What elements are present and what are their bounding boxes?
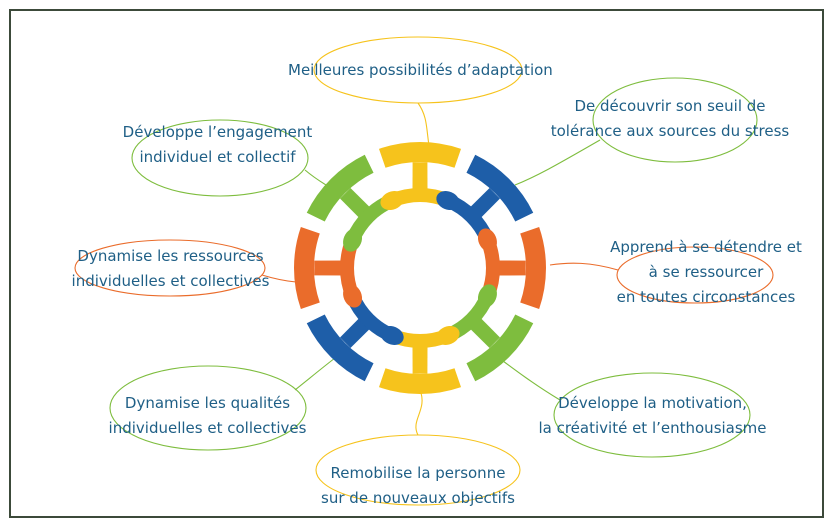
connector-right <box>549 262 619 271</box>
figure-arms <box>481 238 500 298</box>
connector-left <box>261 274 297 283</box>
benefit-top-line-1: Meilleures possibilités d’adaptation <box>288 61 553 79</box>
joined-hand <box>380 191 404 211</box>
joined-hand <box>477 228 497 252</box>
joined-hands <box>343 191 497 345</box>
benefit-top-left: Développe l’engagement individuel et col… <box>105 120 330 170</box>
benefit-bottom-right-line-2: la créativité et l’enthousiasme <box>538 419 767 437</box>
figure-body <box>314 260 349 276</box>
joined-hand <box>343 284 363 308</box>
benefit-top-left-line-1: Développe l’engagement <box>122 123 313 141</box>
benefit-left-line-1: Dynamise les ressources <box>77 247 264 265</box>
figure-head <box>520 226 547 310</box>
benefit-top-right-line-1: De découvrir son seuil de <box>574 97 766 115</box>
figure-arms <box>340 238 359 298</box>
benefit-bottom-right-line-1: Développe la motivation, <box>558 394 747 412</box>
figure-body <box>412 339 428 374</box>
benefit-right: Apprend à se détendre et à se ressourcer… <box>597 235 815 310</box>
benefit-top-right-line-2: tolérance aux sources du stress <box>550 122 790 140</box>
figure-arms <box>390 187 450 207</box>
figure-body <box>412 162 428 197</box>
joined-hand <box>380 325 404 345</box>
joined-hand <box>436 325 460 345</box>
benefit-top-left-line-2: individuel et collectif <box>139 148 296 166</box>
benefit-right-line-2: à se ressourcer <box>648 263 764 281</box>
joined-hand <box>436 191 460 211</box>
benefit-bottom-left-line-1: Dynamise les qualités <box>124 394 291 412</box>
figure-head <box>378 368 462 394</box>
benefit-bottom-right: Développe la motivation, la créativité e… <box>530 391 775 441</box>
bubble-top-right <box>592 77 758 163</box>
benefit-bottom: Remobilise la personne sur de nouveaux o… <box>298 461 538 511</box>
bubble-right <box>616 246 774 304</box>
figure-head <box>466 314 534 382</box>
benefit-right-line-1: Apprend à se détendre et <box>610 238 802 256</box>
benefit-bottom-line-1: Remobilise la personne <box>330 464 506 482</box>
benefit-bottom-left-line-2: individuelles et collectives <box>108 419 307 437</box>
benefit-top-right: De découvrir son seuil de tolérance aux … <box>545 94 795 144</box>
joined-hand <box>477 284 497 308</box>
benefit-bottom-left: Dynamise les qualités individuelles et c… <box>95 391 320 441</box>
figure-head <box>294 226 320 310</box>
figure-head <box>466 154 534 222</box>
diagram-frame <box>9 9 824 518</box>
joined-hand <box>343 228 363 252</box>
figure-head <box>306 314 374 382</box>
benefit-bottom-line-2: sur de nouveaux objectifs <box>321 489 515 507</box>
connector-top-right <box>514 139 601 186</box>
bubble-top-left <box>131 119 309 197</box>
connector-bottom <box>415 389 423 436</box>
bubble-bottom-left <box>109 365 307 451</box>
connector-top-left <box>304 169 327 186</box>
bubble-left <box>74 239 266 297</box>
benefit-right-line-3: en toutes circonstances <box>616 288 796 306</box>
connector-bottom-left <box>294 357 336 391</box>
figure-arms <box>390 329 450 349</box>
bubble-bottom-right <box>553 372 751 458</box>
figure-head <box>378 142 462 168</box>
benefit-left: Dynamise les ressources individuelles et… <box>58 244 283 294</box>
figure-head <box>306 154 374 222</box>
people-ring <box>294 142 547 394</box>
benefit-left-line-2: individuelles et collectives <box>71 272 270 290</box>
benefit-top: Meilleures possibilités d’adaptation <box>288 58 553 83</box>
figure-body <box>491 260 526 276</box>
